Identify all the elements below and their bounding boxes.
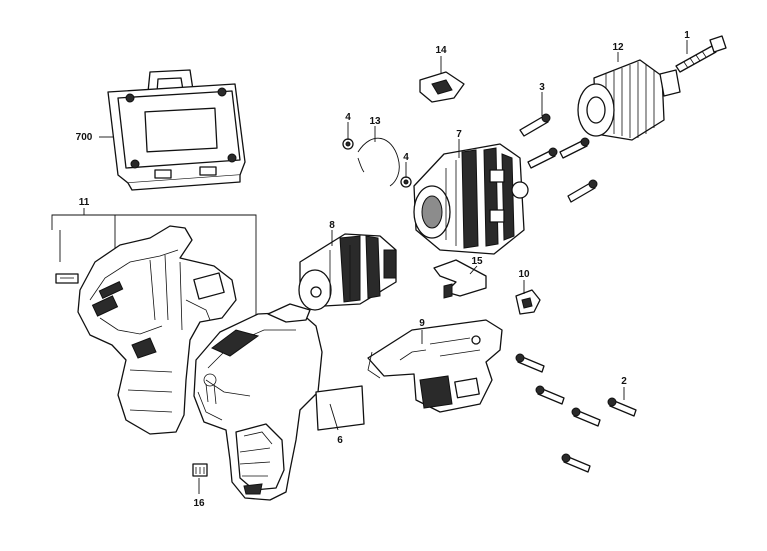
label-11: 11 bbox=[79, 197, 90, 208]
leader-bracket-housing-left bbox=[51, 214, 257, 320]
label-12: 12 bbox=[612, 42, 624, 53]
label-4-left: 4 bbox=[345, 112, 351, 123]
label-15: 15 bbox=[471, 256, 483, 267]
chuck bbox=[577, 59, 681, 141]
carrying-case bbox=[107, 69, 246, 191]
washer-right bbox=[400, 176, 412, 188]
label-1: 1 bbox=[684, 30, 690, 41]
label-plate bbox=[55, 273, 79, 284]
label-8: 8 bbox=[329, 220, 335, 231]
label-700: 700 bbox=[76, 132, 93, 143]
leader-lines bbox=[99, 40, 688, 494]
screws-2 bbox=[515, 353, 637, 473]
small-clip-16 bbox=[192, 463, 208, 477]
label-16: 16 bbox=[193, 498, 205, 509]
left-housing-half bbox=[77, 225, 237, 435]
chuck-screw bbox=[675, 35, 727, 73]
spring-clip bbox=[357, 137, 400, 187]
part-labels: 1 2 3 4 4 6 7 8 9 10 11 12 13 14 15 16 7… bbox=[76, 30, 691, 509]
label-2: 2 bbox=[621, 376, 627, 387]
motor bbox=[298, 233, 397, 311]
label-14: 14 bbox=[435, 45, 447, 56]
switch-assembly bbox=[367, 319, 503, 413]
screws-3 bbox=[519, 113, 598, 203]
led bbox=[515, 289, 541, 315]
label-10: 10 bbox=[518, 269, 530, 280]
trigger-spring bbox=[433, 259, 487, 299]
direction-slider bbox=[419, 71, 465, 103]
label-13: 13 bbox=[369, 116, 381, 127]
label-9: 9 bbox=[419, 318, 425, 329]
label-4-right: 4 bbox=[403, 152, 409, 163]
gearbox bbox=[413, 143, 529, 255]
label-7: 7 bbox=[456, 129, 462, 140]
label-6: 6 bbox=[337, 435, 343, 446]
housing-label-sticker bbox=[315, 385, 365, 431]
label-3: 3 bbox=[539, 82, 545, 93]
right-housing-half bbox=[193, 303, 323, 501]
washer-left bbox=[342, 138, 354, 150]
